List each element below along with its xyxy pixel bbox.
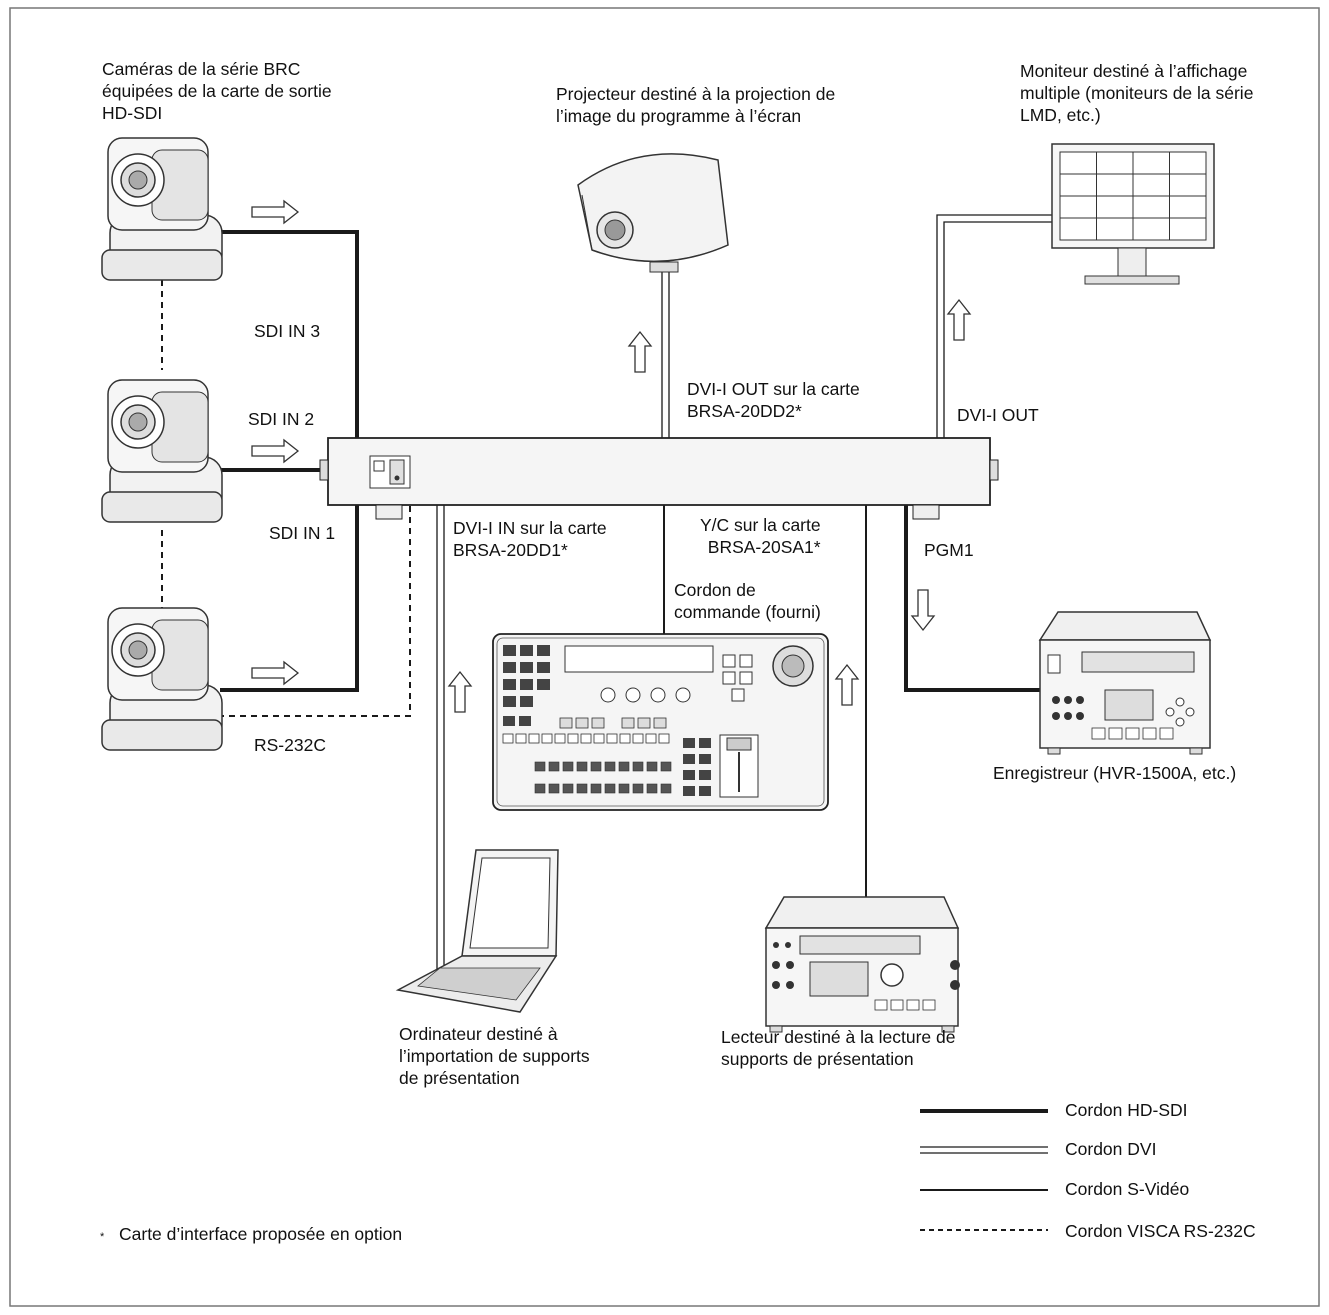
cable-dvi-projector [661,272,670,438]
projector [577,153,729,273]
footnote-mark: * [100,1231,105,1243]
camera-top [101,137,223,281]
label-rs232c: RS-232C [254,735,326,755]
label-dvi-out: DVI-I OUT [957,405,1039,425]
cable-dvi-monitor [936,214,1053,438]
camera-middle [101,379,223,523]
recorder [1038,611,1212,755]
cable-sdi-1 [220,500,359,692]
camera-bottom [101,607,223,751]
multi-monitor [1051,143,1215,285]
label-computer: Ordinateur destiné à l’importation de su… [399,1024,590,1088]
cable-sdi-3 [220,230,359,445]
label-sdi-in-1: SDI IN 1 [269,523,336,543]
switcher-power-panel [369,455,411,489]
legend-swatches [920,1109,1048,1231]
switcher-unit [319,437,999,520]
label-player: Lecteur destiné à la lecture de supports… [721,1027,956,1069]
arrow-computer [447,670,473,713]
arrow-projector [627,330,653,373]
cable-visca-rs232c [218,505,411,717]
legend-label-dvi: Cordon DVI [1065,1139,1157,1159]
arrow-sdi-3 [251,199,300,225]
frame-border [9,7,1320,1307]
label-control-cord: Cordon de commande (fourni) [674,580,821,622]
control-panel [492,633,829,811]
laptop [395,849,559,1013]
label-projector: Projecteur destiné à la projection de l’… [556,84,836,126]
label-sdi-in-3: SDI IN 3 [254,321,321,341]
player [764,896,960,1033]
legend-label-visca: Cordon VISCA RS-232C [1065,1221,1256,1241]
label-dvi-in-card: DVI-I IN sur la carte BRSA-20DD1* [453,518,607,560]
label-sdi-in-2: SDI IN 2 [248,409,315,429]
arrow-sdi-1 [251,660,300,686]
label-pgm1: PGM1 [924,540,974,560]
arrow-sdi-2 [251,438,300,464]
label-monitor: Moniteur destiné à l’affichage multiple … [1020,61,1254,125]
arrow-monitor [946,298,972,341]
label-recorder: Enregistreur (HVR-1500A, etc.) [993,763,1237,783]
arrow-pgm1 [910,589,936,632]
label-yc-card: Y/C sur la carte BRSA-20SA1* [700,515,821,557]
cable-dvi-computer [436,505,452,976]
arrow-player [834,663,860,706]
legend-label-hd-sdi: Cordon HD-SDI [1065,1100,1188,1120]
legend-label-s-video: Cordon S-Vidéo [1065,1179,1190,1199]
cable-pgm1 [904,505,1040,692]
footnote: Carte d’interface proposée en option [119,1224,403,1244]
label-dvi-out-card: DVI-I OUT sur la carte BRSA-20DD2* [687,379,860,421]
flow-arrows [251,199,972,713]
label-cameras: Caméras de la série BRC équipées de la c… [102,59,332,123]
